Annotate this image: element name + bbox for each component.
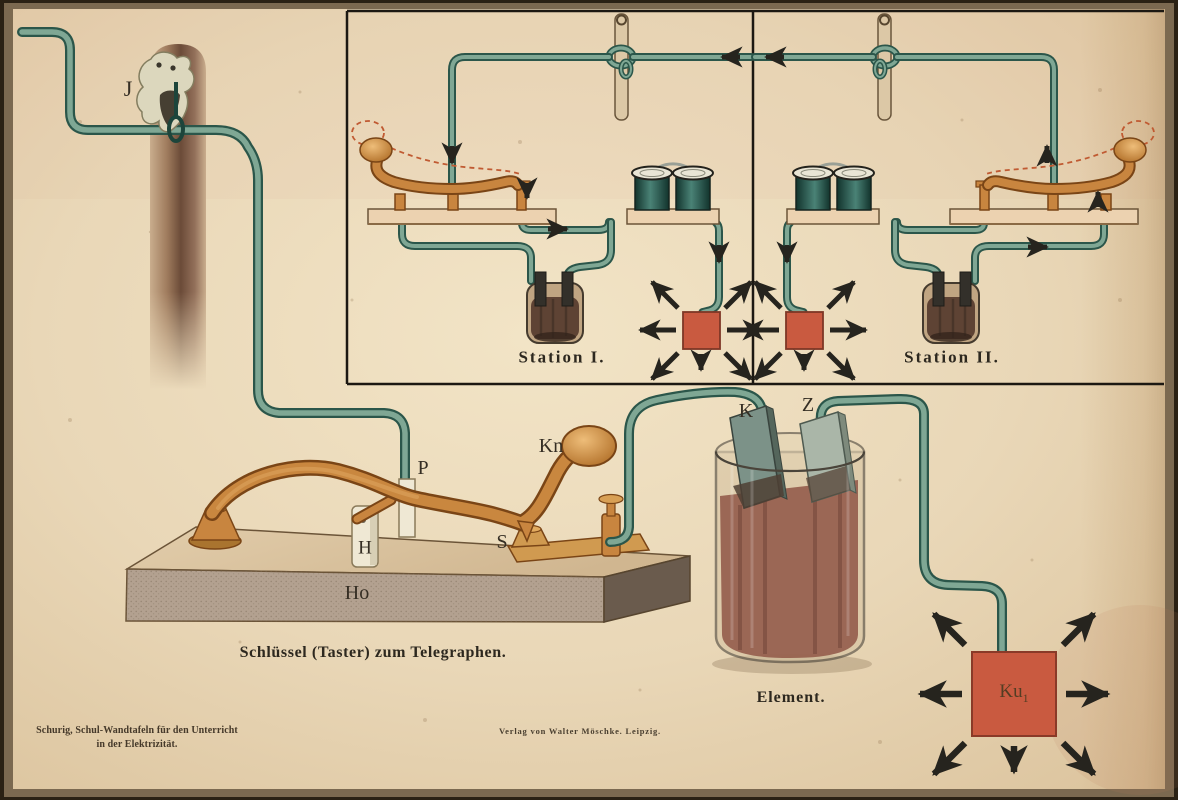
wooden-base (124, 526, 691, 623)
caption-telegraph-key: Schlüssel (Taster) zum Telegraphen. (239, 644, 507, 661)
key-knob (561, 425, 617, 467)
battery-element (712, 399, 1002, 674)
carbon-plate-K (729, 405, 788, 509)
contact-nib (516, 520, 536, 543)
earth-radiation-arrows (917, 611, 1111, 777)
label-carbon-K: K (738, 400, 754, 422)
label-insulator-J: J (123, 76, 133, 101)
station-1-earth-arrows (638, 280, 765, 381)
key-lever (204, 425, 617, 543)
axle-pin (351, 494, 397, 525)
label-zinc-Z: Z (801, 394, 815, 416)
zinc-plate-Z (799, 411, 857, 503)
station-2-current-arrows (764, 46, 1109, 264)
insulator (136, 51, 195, 143)
station-1-current-arrows (441, 46, 743, 264)
label-lever-post-H: H (358, 537, 372, 559)
footer-series-line1: Schurig, Schul-Wandtafeln für den Unterr… (36, 725, 238, 736)
station-2-panel (741, 14, 1154, 381)
caption-station-2: Station II. (904, 347, 1000, 367)
station-1-panel (352, 14, 765, 381)
label-earth-plate-Ku1: Ku1 (999, 682, 1028, 704)
caption-element: Element. (756, 689, 826, 706)
label-knob-Kn: Kn (538, 435, 564, 457)
label-base-Ho: Ho (344, 582, 370, 604)
footer-publisher: Verlag von Walter Möschke. Leipzig. (499, 725, 661, 736)
station-2-earth-arrows (741, 280, 868, 381)
label-earth-plate-Ku1-subscript: 1 (1022, 690, 1029, 705)
footer-series-line2: in der Elektrizität. (96, 739, 178, 750)
earth-plate-Ku1 (917, 611, 1111, 777)
electrolyte-liquid (720, 480, 858, 658)
telegraph-key-main (124, 425, 691, 623)
label-earth-plate-Ku1-text: Ku (999, 681, 1023, 703)
label-contact-S: S (496, 531, 508, 553)
lever-foot-cone (188, 504, 242, 550)
label-support-plate-P: P (417, 457, 429, 479)
caption-station-1: Station I. (518, 347, 606, 367)
